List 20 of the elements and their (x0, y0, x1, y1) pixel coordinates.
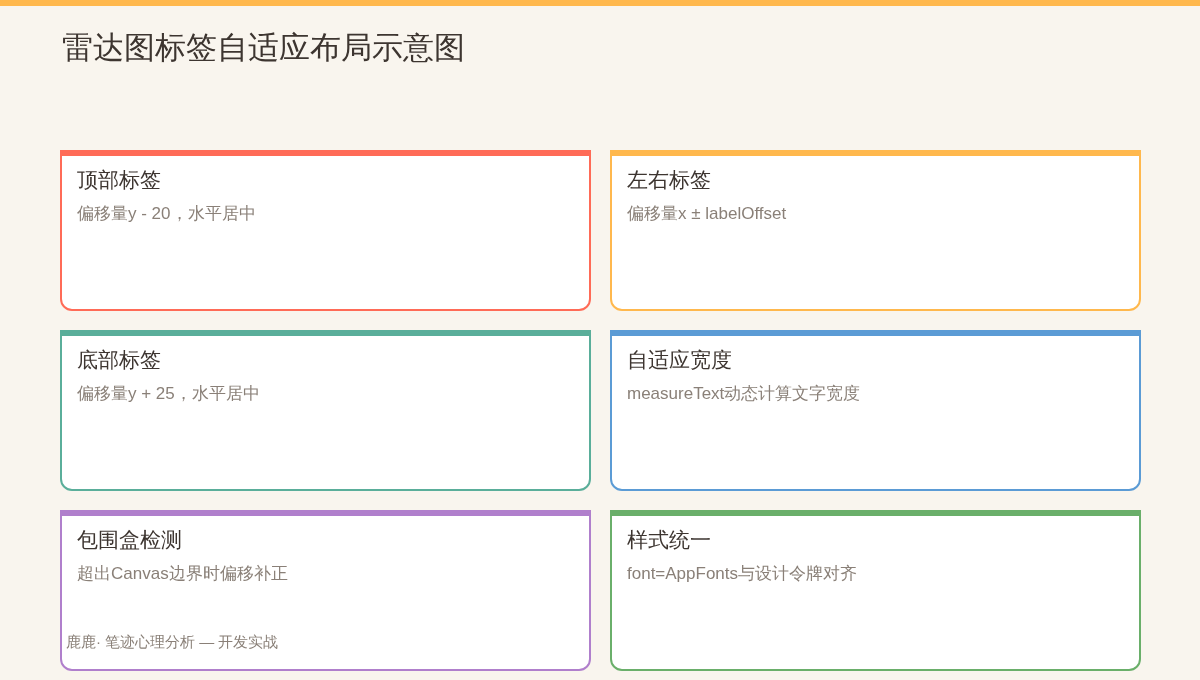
info-card (60, 150, 591, 311)
card-description: measureText动态计算文字宽度 (627, 383, 861, 405)
card-description: font=AppFonts与设计令牌对齐 (627, 563, 858, 585)
info-card (610, 510, 1141, 671)
card-heading: 样式统一 (627, 527, 711, 553)
card-description: 超出Canvas边界时偏移补正 (77, 563, 288, 585)
info-card (60, 510, 591, 671)
info-card (610, 150, 1141, 311)
info-card (610, 330, 1141, 491)
card-heading: 包围盒检测 (77, 527, 182, 553)
card-heading: 顶部标签 (77, 167, 161, 193)
card-heading: 自适应宽度 (627, 347, 732, 373)
card-description: 偏移量y - 20，水平居中 (77, 203, 256, 225)
card-heading: 底部标签 (77, 347, 161, 373)
card-heading: 左右标签 (627, 167, 711, 193)
footer-note: 鹿鹿· 笔迹心理分析 — 开发实战 (66, 632, 279, 652)
card-description: 偏移量y + 25，水平居中 (77, 383, 260, 405)
diagram-title: 雷达图标签自适应布局示意图 (62, 29, 465, 67)
card-description: 偏移量x ± labelOffset (627, 203, 787, 225)
info-card (60, 330, 591, 491)
